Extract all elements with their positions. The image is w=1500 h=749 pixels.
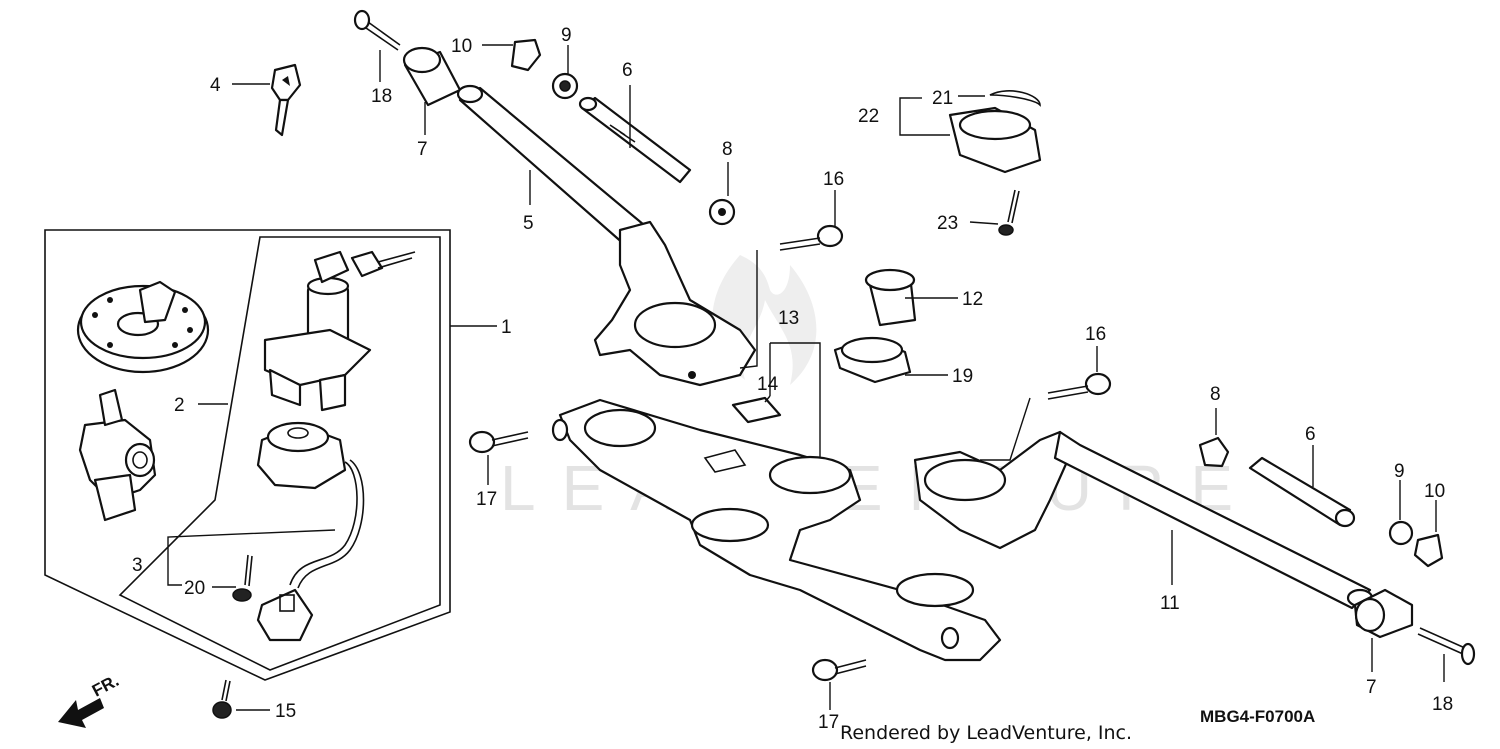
callout-11: 11: [1160, 593, 1180, 614]
callout-8-right: 8: [1210, 384, 1221, 405]
stem-cap-12: [864, 268, 917, 327]
bolt-18-right: [1417, 627, 1476, 666]
bolt-23: [998, 189, 1020, 236]
callout-10-right: 10: [1424, 481, 1445, 502]
callout-18-right: 18: [1432, 694, 1453, 715]
callout-14: 14: [757, 374, 779, 395]
callout-22: 22: [858, 106, 879, 127]
front-direction-arrow: FR.: [58, 671, 122, 728]
callout-12: 12: [962, 289, 983, 310]
nut-8-top: [708, 198, 736, 226]
steering-lock-harness: [256, 421, 365, 642]
left-handlebar-clamp: [593, 220, 757, 387]
callout-5: 5: [523, 213, 534, 234]
key-4: [270, 63, 302, 137]
callout-16-top: 16: [823, 169, 844, 190]
diagram-code: MBG4-F0700A: [1200, 707, 1315, 726]
callout-21: 21: [932, 88, 953, 109]
callout-7-top: 7: [417, 139, 428, 160]
collar-9-top: [551, 72, 579, 100]
steering-stem-nut-22: [948, 90, 1042, 174]
callout-8-top: 8: [722, 139, 733, 160]
callout-numbers: 1 2 3 4 5 6 6 7 7 8 8 9 9 10 10 11 12 13…: [132, 25, 1453, 733]
callout-6-right: 6: [1305, 424, 1316, 445]
bolt-18-top: [353, 9, 401, 51]
bolt-16-right: [1047, 372, 1112, 400]
plate-14: [731, 396, 782, 424]
render-credit: Rendered by LeadVenture, Inc.: [840, 722, 1132, 744]
ignition-kit-box: [44, 229, 451, 681]
bolt-17-left: [468, 430, 529, 454]
callout-9-top: 9: [561, 25, 572, 46]
callout-13: 13: [778, 308, 799, 329]
callout-19: 19: [952, 366, 973, 387]
bar-end-weight-7-top: [402, 46, 462, 107]
stem-nut-19: [833, 336, 912, 384]
callout-17-left: 17: [476, 489, 497, 510]
clip-10-top: [510, 38, 542, 72]
front-marker: FR.: [89, 671, 122, 701]
bolt-16-top: [779, 224, 844, 251]
nut-8-right: [1198, 436, 1230, 468]
pinch-bolt-6-right: [1248, 456, 1356, 528]
seat-lock: [78, 388, 157, 522]
leader-lines: [167, 44, 1445, 711]
callout-10-top: 10: [451, 36, 472, 57]
callout-17-bottom: 17: [818, 712, 839, 733]
callout-7-right: 7: [1366, 677, 1377, 698]
callout-6-top: 6: [622, 60, 633, 81]
collar-9-right: [1388, 520, 1414, 546]
screw-20: [232, 554, 253, 602]
callout-18-top: 18: [371, 86, 392, 107]
callout-16-right: 16: [1085, 324, 1106, 345]
bolt-15: [212, 679, 232, 719]
right-handlebar-clamp: [913, 430, 1072, 550]
handlebar-pipe-5: [456, 84, 652, 247]
callout-15: 15: [275, 701, 296, 722]
top-bridge: [551, 398, 1002, 662]
callout-9-right: 9: [1394, 461, 1405, 482]
ignition-switch: [263, 250, 416, 412]
callout-2: 2: [174, 395, 185, 416]
clip-10-right: [1413, 533, 1444, 568]
bar-end-weight-7-right: [1353, 588, 1414, 639]
pinch-bolt-6-top: [578, 96, 692, 184]
callout-3: 3: [132, 555, 143, 576]
callout-20: 20: [184, 578, 205, 599]
bolt-17-bottom: [811, 658, 867, 682]
callout-23: 23: [937, 213, 958, 234]
callout-1: 1: [501, 317, 512, 338]
callout-4: 4: [210, 75, 221, 96]
fuel-cap-lock: [76, 280, 210, 374]
